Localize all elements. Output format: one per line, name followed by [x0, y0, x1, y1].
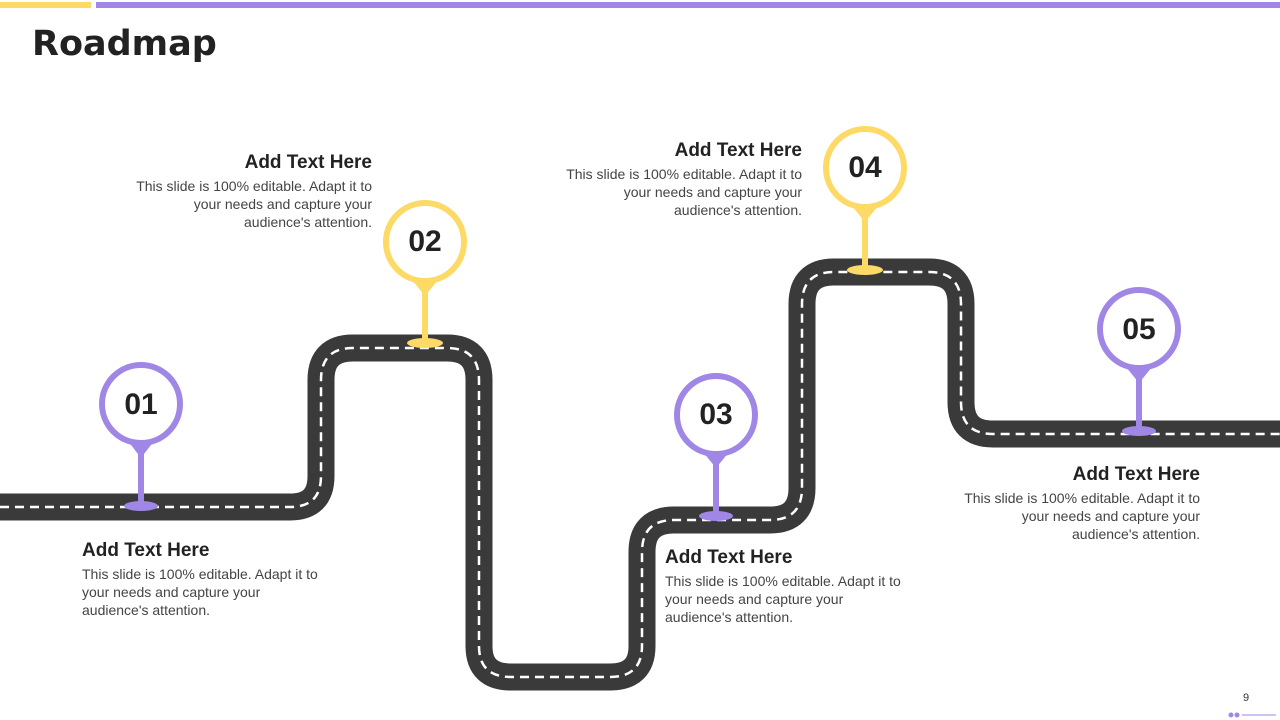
milestone-text-02: Add Text Here This slide is 100% editabl… — [132, 152, 372, 231]
page-number: 9 — [1242, 692, 1250, 704]
marker-stem-05 — [1136, 366, 1142, 431]
milestone-body-05: This slide is 100% editable. Adapt it to… — [964, 490, 1200, 542]
milestone-number-04: 04 — [848, 151, 882, 184]
milestone-marker-03 — [674, 373, 758, 521]
marker-circle-03 — [674, 373, 758, 457]
milestone-number-02: 02 — [408, 225, 442, 258]
milestone-marker-04 — [823, 126, 907, 275]
marker-tip-02 — [412, 280, 438, 296]
marker-tip-04 — [852, 206, 878, 222]
marker-stem-01 — [138, 440, 144, 506]
milestone-body-02: This slide is 100% editable. Adapt it to… — [136, 178, 372, 230]
milestone-text-01: Add Text Here This slide is 100% editabl… — [82, 540, 322, 619]
milestone-heading-04: Add Text Here — [674, 140, 802, 161]
milestone-number-03: 03 — [699, 398, 733, 431]
milestone-heading-05: Add Text Here — [1072, 464, 1200, 485]
marker-circle-05 — [1097, 287, 1181, 371]
milestone-marker-01 — [99, 362, 183, 511]
milestone-text-03: Add Text Here This slide is 100% editabl… — [665, 547, 905, 626]
marker-tip-05 — [1126, 367, 1152, 383]
milestone-marker-02 — [383, 200, 467, 348]
marker-stem-04 — [862, 205, 868, 270]
milestone-body-01: This slide is 100% editable. Adapt it to… — [82, 566, 318, 618]
milestone-body-03: This slide is 100% editable. Adapt it to… — [665, 573, 901, 625]
milestone-number-05: 05 — [1122, 313, 1156, 346]
milestone-text-04: Add Text Here This slide is 100% editabl… — [562, 140, 802, 219]
milestone-number-01: 01 — [124, 388, 158, 421]
milestone-marker-05 — [1097, 287, 1181, 436]
top-accent-bar-purple — [96, 2, 1280, 8]
slide-title: Roadmap — [32, 24, 217, 64]
footer-dots-decoration — [1228, 712, 1276, 718]
milestone-heading-02: Add Text Here — [244, 152, 372, 173]
marker-circle-02 — [383, 200, 467, 284]
milestone-text-05: Add Text Here This slide is 100% editabl… — [960, 464, 1200, 543]
milestone-heading-01: Add Text Here — [82, 540, 210, 561]
top-accent-bar-yellow — [0, 2, 91, 8]
marker-stem-03 — [713, 452, 719, 516]
road-lane-markings — [0, 270, 1280, 679]
milestone-heading-03: Add Text Here — [665, 547, 793, 568]
marker-stem-02 — [422, 278, 428, 343]
marker-circle-04 — [823, 126, 907, 210]
marker-circle-01 — [99, 362, 183, 446]
milestone-body-04: This slide is 100% editable. Adapt it to… — [566, 166, 802, 218]
